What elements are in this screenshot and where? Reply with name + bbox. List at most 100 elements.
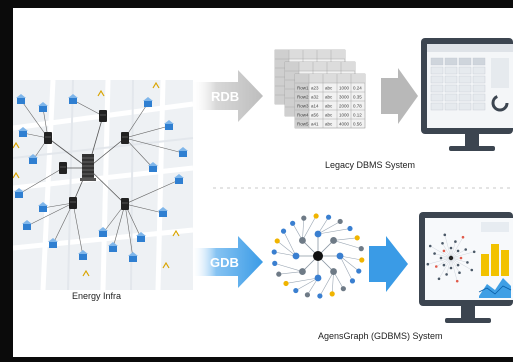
graph-node (274, 238, 280, 244)
server-icon (121, 198, 129, 210)
house-icon (98, 227, 108, 237)
graph-node (290, 220, 296, 226)
house-icon (164, 120, 174, 130)
legacy-monitor-icon (421, 38, 513, 151)
graph-node (356, 268, 362, 274)
table-cell: 0.35 (353, 95, 362, 100)
server-icon (99, 110, 107, 122)
power-pole-icon (152, 81, 160, 89)
house-icon (78, 250, 88, 260)
table-cell: 2000 (339, 104, 350, 109)
agensgraph-system-label: AgensGraph (GDBMS) System (318, 331, 443, 341)
graph-node (299, 237, 306, 244)
graph-node (283, 280, 289, 287)
power-pole-icon (162, 261, 170, 269)
house-icon (38, 102, 48, 112)
server-icon (69, 197, 77, 209)
house-icon (158, 207, 168, 217)
graph-node (271, 249, 277, 255)
gdb-output-arrow (369, 236, 408, 292)
table-cell: a32 (311, 95, 319, 100)
gdb-label: GDB (210, 255, 239, 270)
table-cell: Row2 (297, 95, 309, 100)
graph-node (293, 287, 299, 294)
graph-node (280, 228, 287, 234)
table-cell: 1000 (339, 113, 350, 118)
house-icon (108, 242, 118, 252)
graph-network (271, 213, 365, 299)
building-icon (80, 154, 96, 181)
graph-node (272, 260, 278, 266)
table-cell: a41 (311, 122, 319, 127)
house-icon (22, 220, 32, 230)
house-icon (14, 188, 24, 198)
legacy-system-label: Legacy DBMS System (325, 160, 416, 170)
graph-hub-node (313, 251, 323, 261)
server-icon (59, 162, 67, 174)
house-icon (128, 252, 138, 262)
table-cell: 0.12 (353, 113, 362, 118)
house-icon (136, 232, 146, 242)
table-cell: Row3 (297, 104, 309, 109)
table-cell: a14 (311, 104, 319, 109)
graph-node (358, 246, 364, 252)
graph-node (337, 218, 343, 225)
power-pole-icon (82, 269, 90, 277)
graph-node (299, 268, 306, 275)
server-icon (44, 132, 52, 144)
table-cell: 3000 (339, 95, 350, 100)
graph-node (301, 215, 307, 221)
donut-chart-icon (491, 94, 509, 112)
graph-node (317, 293, 323, 299)
table-cell: abc (325, 113, 333, 118)
graph-node (313, 213, 319, 219)
graph-node (330, 268, 337, 275)
bar (481, 254, 489, 276)
house-icon (148, 162, 158, 172)
house-icon (28, 154, 38, 164)
graph-node (304, 292, 311, 298)
rdb-label: RDB (211, 89, 240, 104)
graph-node (330, 237, 337, 244)
bar (501, 250, 509, 276)
graph-node (276, 271, 282, 277)
table-cell: 1000 (339, 86, 350, 91)
table-cell: Row1 (297, 86, 309, 91)
gdb-arrow (191, 236, 263, 288)
server-icon (121, 132, 129, 144)
energy-infra-map (12, 79, 194, 291)
table-cell: Row4 (297, 113, 309, 118)
table-cell: abc (325, 122, 333, 127)
house-icon (178, 147, 188, 157)
power-pole-icon (172, 229, 180, 237)
agensgraph-monitor-icon (419, 212, 513, 323)
area-chart (479, 278, 511, 298)
table-cell: 0.56 (353, 122, 362, 127)
table-cell: a56 (311, 113, 319, 118)
table-cell: Row5 (297, 122, 309, 127)
bar (491, 244, 499, 276)
table-cell: 0.24 (353, 86, 362, 91)
power-pole-icon (97, 89, 105, 97)
house-icon (38, 202, 48, 212)
table-cell: abc (325, 95, 333, 100)
graph-node (359, 257, 365, 263)
graph-node (347, 225, 353, 232)
table-cell: a23 (311, 86, 319, 91)
graph-node (354, 235, 360, 241)
rdb-arrow (191, 70, 263, 122)
graph-node (314, 274, 322, 282)
table-cell: abc (325, 104, 333, 109)
graph-node (340, 286, 346, 292)
graph-node (314, 230, 322, 238)
graph-node (292, 252, 300, 260)
energy-infra-label: Energy Infra (72, 291, 122, 301)
graph-node (349, 278, 356, 284)
house-icon (174, 174, 184, 184)
house-icon (48, 238, 58, 248)
power-pole-icon (12, 171, 20, 179)
graph-node (336, 252, 344, 260)
